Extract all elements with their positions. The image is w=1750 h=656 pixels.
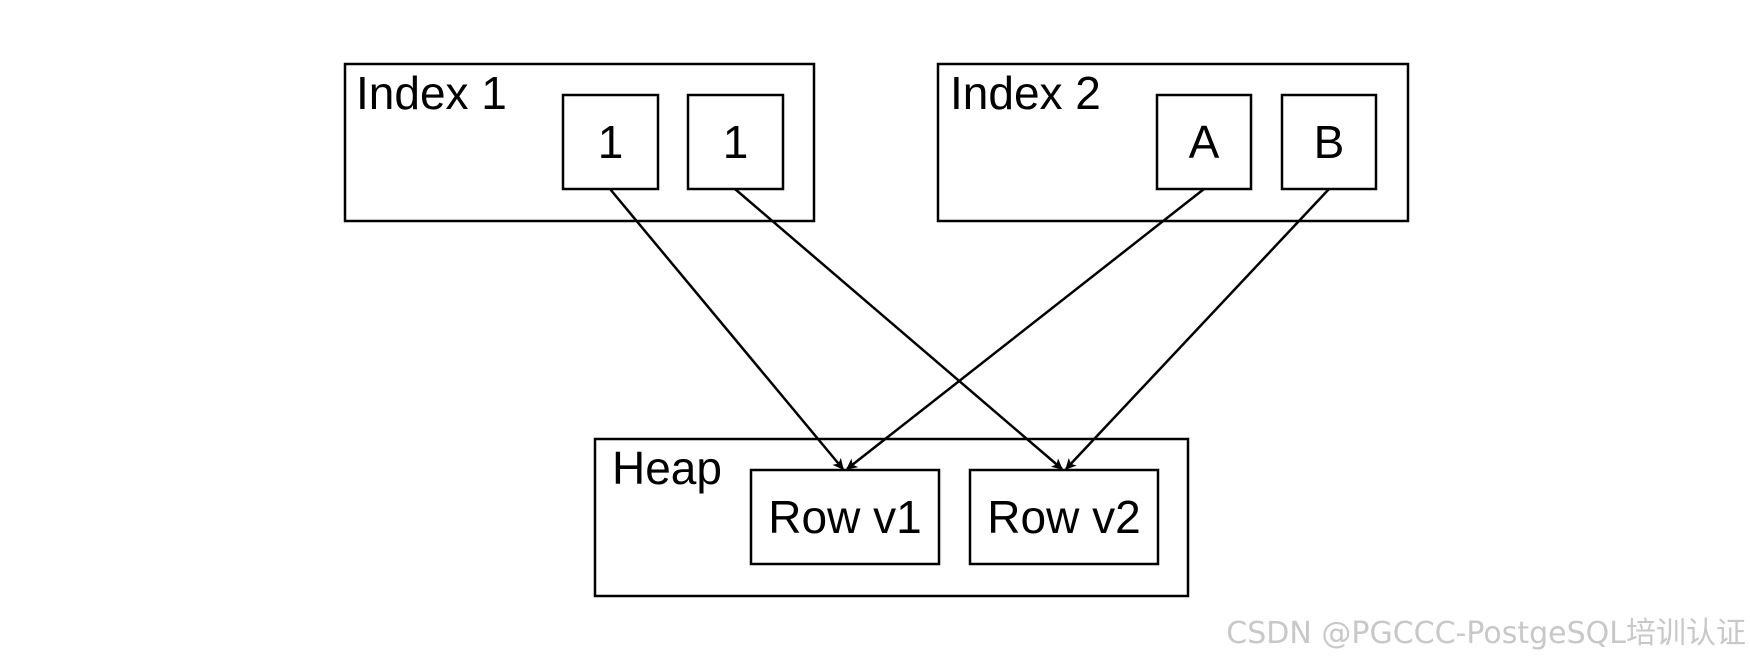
heap-label: Heap [612,442,722,494]
arrow-index1-entry1-to-row-v1 [609,188,844,470]
index-2-entry-a-label: A [1189,116,1220,168]
index-2-entry-a: A [1155,93,1253,191]
arrow-index2-entry-b-to-row-v2 [1065,188,1330,470]
index-1-label: Index 1 [356,67,507,119]
heap-row-v1-box [749,468,941,566]
index-1-entry-2-label: 1 [723,116,749,168]
index-2-group: Index 2 A B [936,62,1410,223]
index-1-entry-2: 1 [686,93,785,191]
heap-row-v1: Row v1 [749,468,941,566]
index-1-entry-1-label: 1 [598,116,624,168]
heap-group: Heap Row v1 Row v2 [593,437,1190,598]
heap-row-v2-label: Row v2 [987,491,1140,543]
arrow-index2-entry-a-to-row-v1 [846,188,1205,470]
index-2-entry-b: B [1280,93,1378,191]
arrow-index1-entry2-to-row-v2 [734,188,1063,470]
index-1-entry-2-box [686,93,785,191]
index-1-group: Index 1 1 1 [343,62,816,223]
heap-row-v1-label: Row v1 [768,491,921,543]
index-2-label: Index 2 [950,67,1101,119]
watermark-text: CSDN @PGCCC-PostgeSQL培训认证 [1226,616,1746,651]
index-1-entry-1: 1 [561,93,660,191]
heap-row-v2-box [968,468,1160,566]
heap-row-v2: Row v2 [968,468,1160,566]
index-2-entry-b-label: B [1314,116,1345,168]
index-1-entry-1-box [561,93,660,191]
